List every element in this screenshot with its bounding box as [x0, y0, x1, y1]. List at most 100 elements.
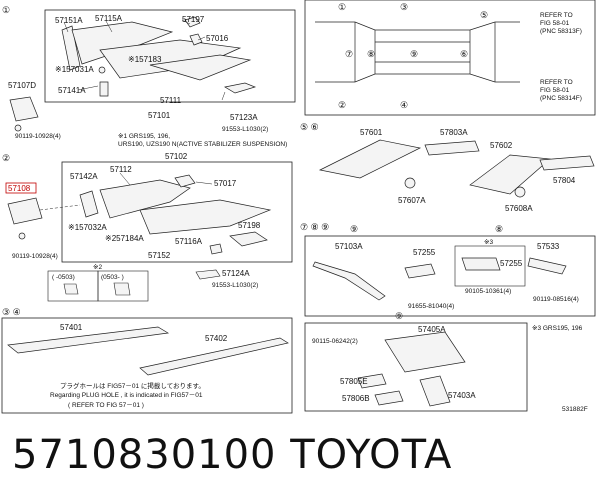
section-2-parts-drawing — [7, 174, 272, 255]
part-57124A-drawing — [195, 269, 221, 280]
section-5-6-label: ⑤ ⑥ — [300, 122, 319, 132]
label-57607A: 57607A — [398, 196, 426, 205]
frame-overview-drawing — [315, 21, 520, 83]
map-marker-2: ② — [338, 100, 346, 110]
label-57403A: 57403A — [448, 391, 476, 400]
label-57016: 57016 — [206, 34, 229, 43]
label-90105: 90105-10361(4) — [465, 288, 511, 295]
section-2-box — [61, 161, 293, 263]
map-marker-9: ⑨ — [410, 49, 418, 59]
refer-2-line3: (PNC 58314F) — [540, 95, 582, 102]
label-57197: 57197 — [182, 15, 205, 24]
section-2-label: ② — [2, 153, 10, 163]
section-3-4-label: ③ ④ — [2, 307, 21, 317]
section-8-label: ⑧ — [495, 224, 503, 234]
sub-3-box — [454, 245, 526, 287]
label-57803A: 57803A — [440, 128, 468, 137]
label-57805E: 57805E — [340, 377, 368, 386]
label-90119a: 90119-10928(4) — [15, 133, 61, 140]
label-57115A: 57115A — [95, 14, 123, 23]
option-parts-drawing — [63, 282, 131, 296]
label-57017: 57017 — [214, 179, 237, 188]
section-1-label: ① — [2, 5, 10, 15]
map-marker-7: ⑦ — [345, 49, 353, 59]
part-57107D-drawing — [9, 96, 39, 132]
option-label-2: (0503- ) — [101, 274, 124, 281]
map-marker-6: ⑥ — [460, 49, 468, 59]
label-57103A: 57103A — [335, 242, 363, 251]
label-57116A: 57116A — [175, 237, 203, 246]
map-marker-8: ⑧ — [367, 49, 375, 59]
refer-1-line1: REFER TO — [540, 12, 573, 19]
refer-1-line3: (PNC 58313F) — [540, 28, 582, 35]
label-157183: ※157183 — [128, 55, 162, 64]
refer-2-line2: FIG 58-01 — [540, 87, 570, 94]
highlight-57108-box — [5, 182, 37, 194]
label-57102: 57102 — [165, 152, 188, 161]
option-note-2: ※2 — [93, 264, 102, 271]
label-90119c: 90119-08516(4) — [533, 296, 579, 303]
sub-3-label: ※3 — [484, 239, 493, 246]
label-257184A: ※257184A — [105, 234, 144, 243]
label-91553a: 91553-L1030(2) — [222, 126, 268, 133]
label-90115: 90115-06242(2) — [312, 338, 358, 345]
label-57107D: 57107D — [8, 81, 36, 90]
label-57198: 57198 — [238, 221, 261, 230]
label-57152: 57152 — [148, 251, 171, 260]
label-57123A: 57123A — [230, 113, 258, 122]
label-57602: 57602 — [490, 141, 513, 150]
section-9-label: ⑨ — [395, 311, 403, 321]
label-57608A: 57608A — [505, 204, 533, 213]
label-57111: 57111 — [160, 96, 182, 105]
map-marker-5: ⑤ — [480, 10, 488, 20]
label-57142A: 57142A — [70, 172, 98, 181]
label-57601: 57601 — [360, 128, 383, 137]
label-57405A: 57405A — [418, 325, 446, 334]
note-3: ※3 GRS195, 196 — [532, 325, 583, 332]
label-57401: 57401 — [60, 323, 83, 332]
section-9-parts-drawing — [357, 331, 466, 407]
diagram-code: 531882F — [562, 406, 588, 413]
label-57124A: 57124A — [222, 269, 250, 278]
section-9-box — [304, 322, 528, 412]
refer-1-line2: FIG 58-01 — [540, 20, 570, 27]
option-label-1: ( -0503) — [52, 274, 75, 281]
option-box-2 — [97, 270, 149, 302]
section-1-box — [44, 9, 296, 103]
note-1b: URS190, UZS190 N(ACTIVE STABILIZER SUSPE… — [118, 141, 287, 148]
plug-note-en: Regarding PLUG HOLE , it is indicated in… — [50, 392, 203, 399]
section-1-parts-drawing — [61, 16, 257, 97]
label-57112: 57112 — [110, 165, 132, 174]
label-91655: 91655-81040(4) — [408, 303, 454, 310]
part-number-title: 5710830100 TOYOTA — [12, 432, 453, 478]
note-1a: ※1 GRS195, 196, — [118, 133, 170, 140]
label-91553b: 91553-L1030(2) — [212, 282, 258, 289]
label-57151A: 57151A — [55, 16, 83, 25]
index-map-box — [304, 0, 596, 116]
label-57108-highlighted: 57108 — [8, 184, 31, 193]
label-157032A: ※157032A — [68, 223, 107, 232]
section-3-4-box — [1, 317, 293, 414]
section-7-8-parts-drawing — [312, 257, 567, 301]
label-57402: 57402 — [205, 334, 228, 343]
label-57533: 57533 — [537, 242, 560, 251]
label-57101: 57101 — [148, 111, 171, 120]
section-7-8-9-box — [304, 235, 596, 317]
section-2-leaders — [39, 172, 213, 211]
section-5-6-parts-drawing — [318, 139, 595, 198]
rocker-panels-drawing — [7, 326, 289, 376]
section-9-top-label: ⑨ — [350, 224, 358, 234]
map-marker-1: ① — [338, 2, 346, 12]
map-marker-3: ③ — [400, 2, 408, 12]
refer-2-line1: REFER TO — [540, 79, 573, 86]
label-90119b: 90119-10928(4) — [12, 253, 58, 260]
section-1-leaders — [63, 19, 226, 101]
label-57141A: 57141A — [58, 86, 86, 95]
section-7-8-9-label: ⑦ ⑧ ⑨ — [300, 222, 329, 232]
plug-note-jp: プラグホールは FIG57－01 に掲載しております。 — [60, 381, 205, 390]
label-57806B: 57806B — [342, 394, 370, 403]
map-marker-4: ④ — [400, 100, 408, 110]
label-57255-right: 57255 — [500, 259, 523, 268]
label-57255-left: 57255 — [413, 248, 436, 257]
label-157031A: ※157031A — [55, 65, 94, 74]
